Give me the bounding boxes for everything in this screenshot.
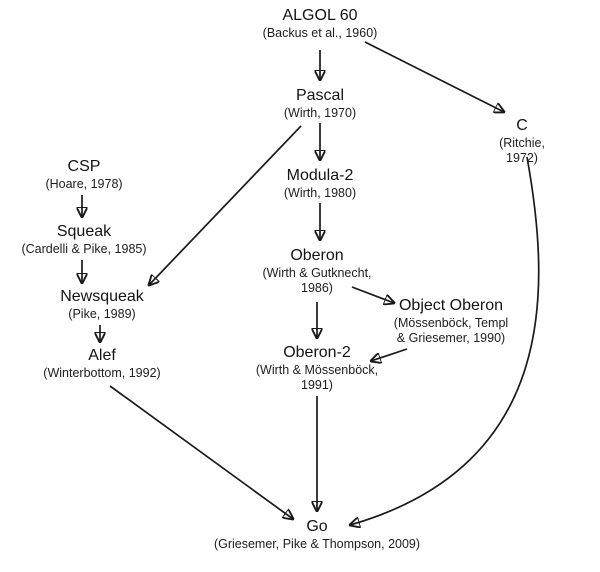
node-alef-label: Alef: [88, 347, 116, 364]
node-modula2: Modula-2 (Wirth, 1980): [284, 167, 356, 201]
node-modula2-label: Modula-2: [286, 167, 354, 184]
node-csp-label: CSP: [67, 158, 101, 175]
node-c: C (Ritchie, 1972): [483, 117, 561, 166]
node-algol60-sub: (Backus et al., 1960): [262, 26, 378, 41]
node-oberon2-label: Oberon-2: [283, 344, 351, 361]
node-oberon-sub: (Wirth & Gutknecht, 1986): [262, 266, 372, 296]
edge-alef-go-arrow: [109, 385, 293, 519]
node-pascal: Pascal (Wirth, 1970): [284, 87, 356, 121]
node-oberon-label: Oberon: [290, 247, 344, 264]
node-squeak-label: Squeak: [56, 223, 112, 240]
edge-algol60-c-arrow: [364, 41, 504, 112]
node-pascal-sub: (Wirth, 1970): [283, 106, 357, 121]
node-newsqueak: Newsqueak (Pike, 1989): [60, 288, 144, 322]
node-oberon2-sub: (Wirth & Mössenböck, 1991): [255, 363, 379, 393]
node-c-label: C: [516, 117, 528, 134]
node-squeak: Squeak (Cardelli & Pike, 1985): [21, 223, 146, 257]
node-object-oberon-label: Object Oberon: [398, 297, 504, 314]
node-squeak-sub: (Cardelli & Pike, 1985): [21, 242, 147, 257]
node-newsqueak-label: Newsqueak: [60, 288, 144, 305]
node-alef: Alef (Winterbottom, 1992): [43, 347, 160, 381]
node-object-oberon: Object Oberon (Mössenböck, Templ & Gries…: [371, 297, 531, 346]
node-pascal-label: Pascal: [295, 87, 345, 104]
node-go-label: Go: [306, 518, 328, 535]
node-newsqueak-sub: (Pike, 1989): [68, 307, 136, 322]
node-alef-sub: (Winterbottom, 1992): [43, 366, 161, 381]
node-algol60-label: ALGOL 60: [282, 7, 358, 24]
node-go-sub: (Griesemer, Pike & Thompson, 2009): [213, 537, 421, 552]
node-modula2-sub: (Wirth, 1980): [283, 186, 357, 201]
node-csp-sub: (Hoare, 1978): [45, 177, 123, 192]
node-c-sub: (Ritchie, 1972): [499, 136, 545, 166]
node-oberon2: Oberon-2 (Wirth & Mössenböck, 1991): [237, 344, 397, 393]
node-algol60: ALGOL 60 (Backus et al., 1960): [263, 7, 378, 41]
node-oberon: Oberon (Wirth & Gutknecht, 1986): [237, 247, 397, 296]
node-go: Go (Griesemer, Pike & Thompson, 2009): [214, 518, 420, 552]
node-object-oberon-sub: (Mössenböck, Templ & Griesemer, 1990): [393, 316, 509, 346]
node-csp: CSP (Hoare, 1978): [45, 158, 122, 192]
